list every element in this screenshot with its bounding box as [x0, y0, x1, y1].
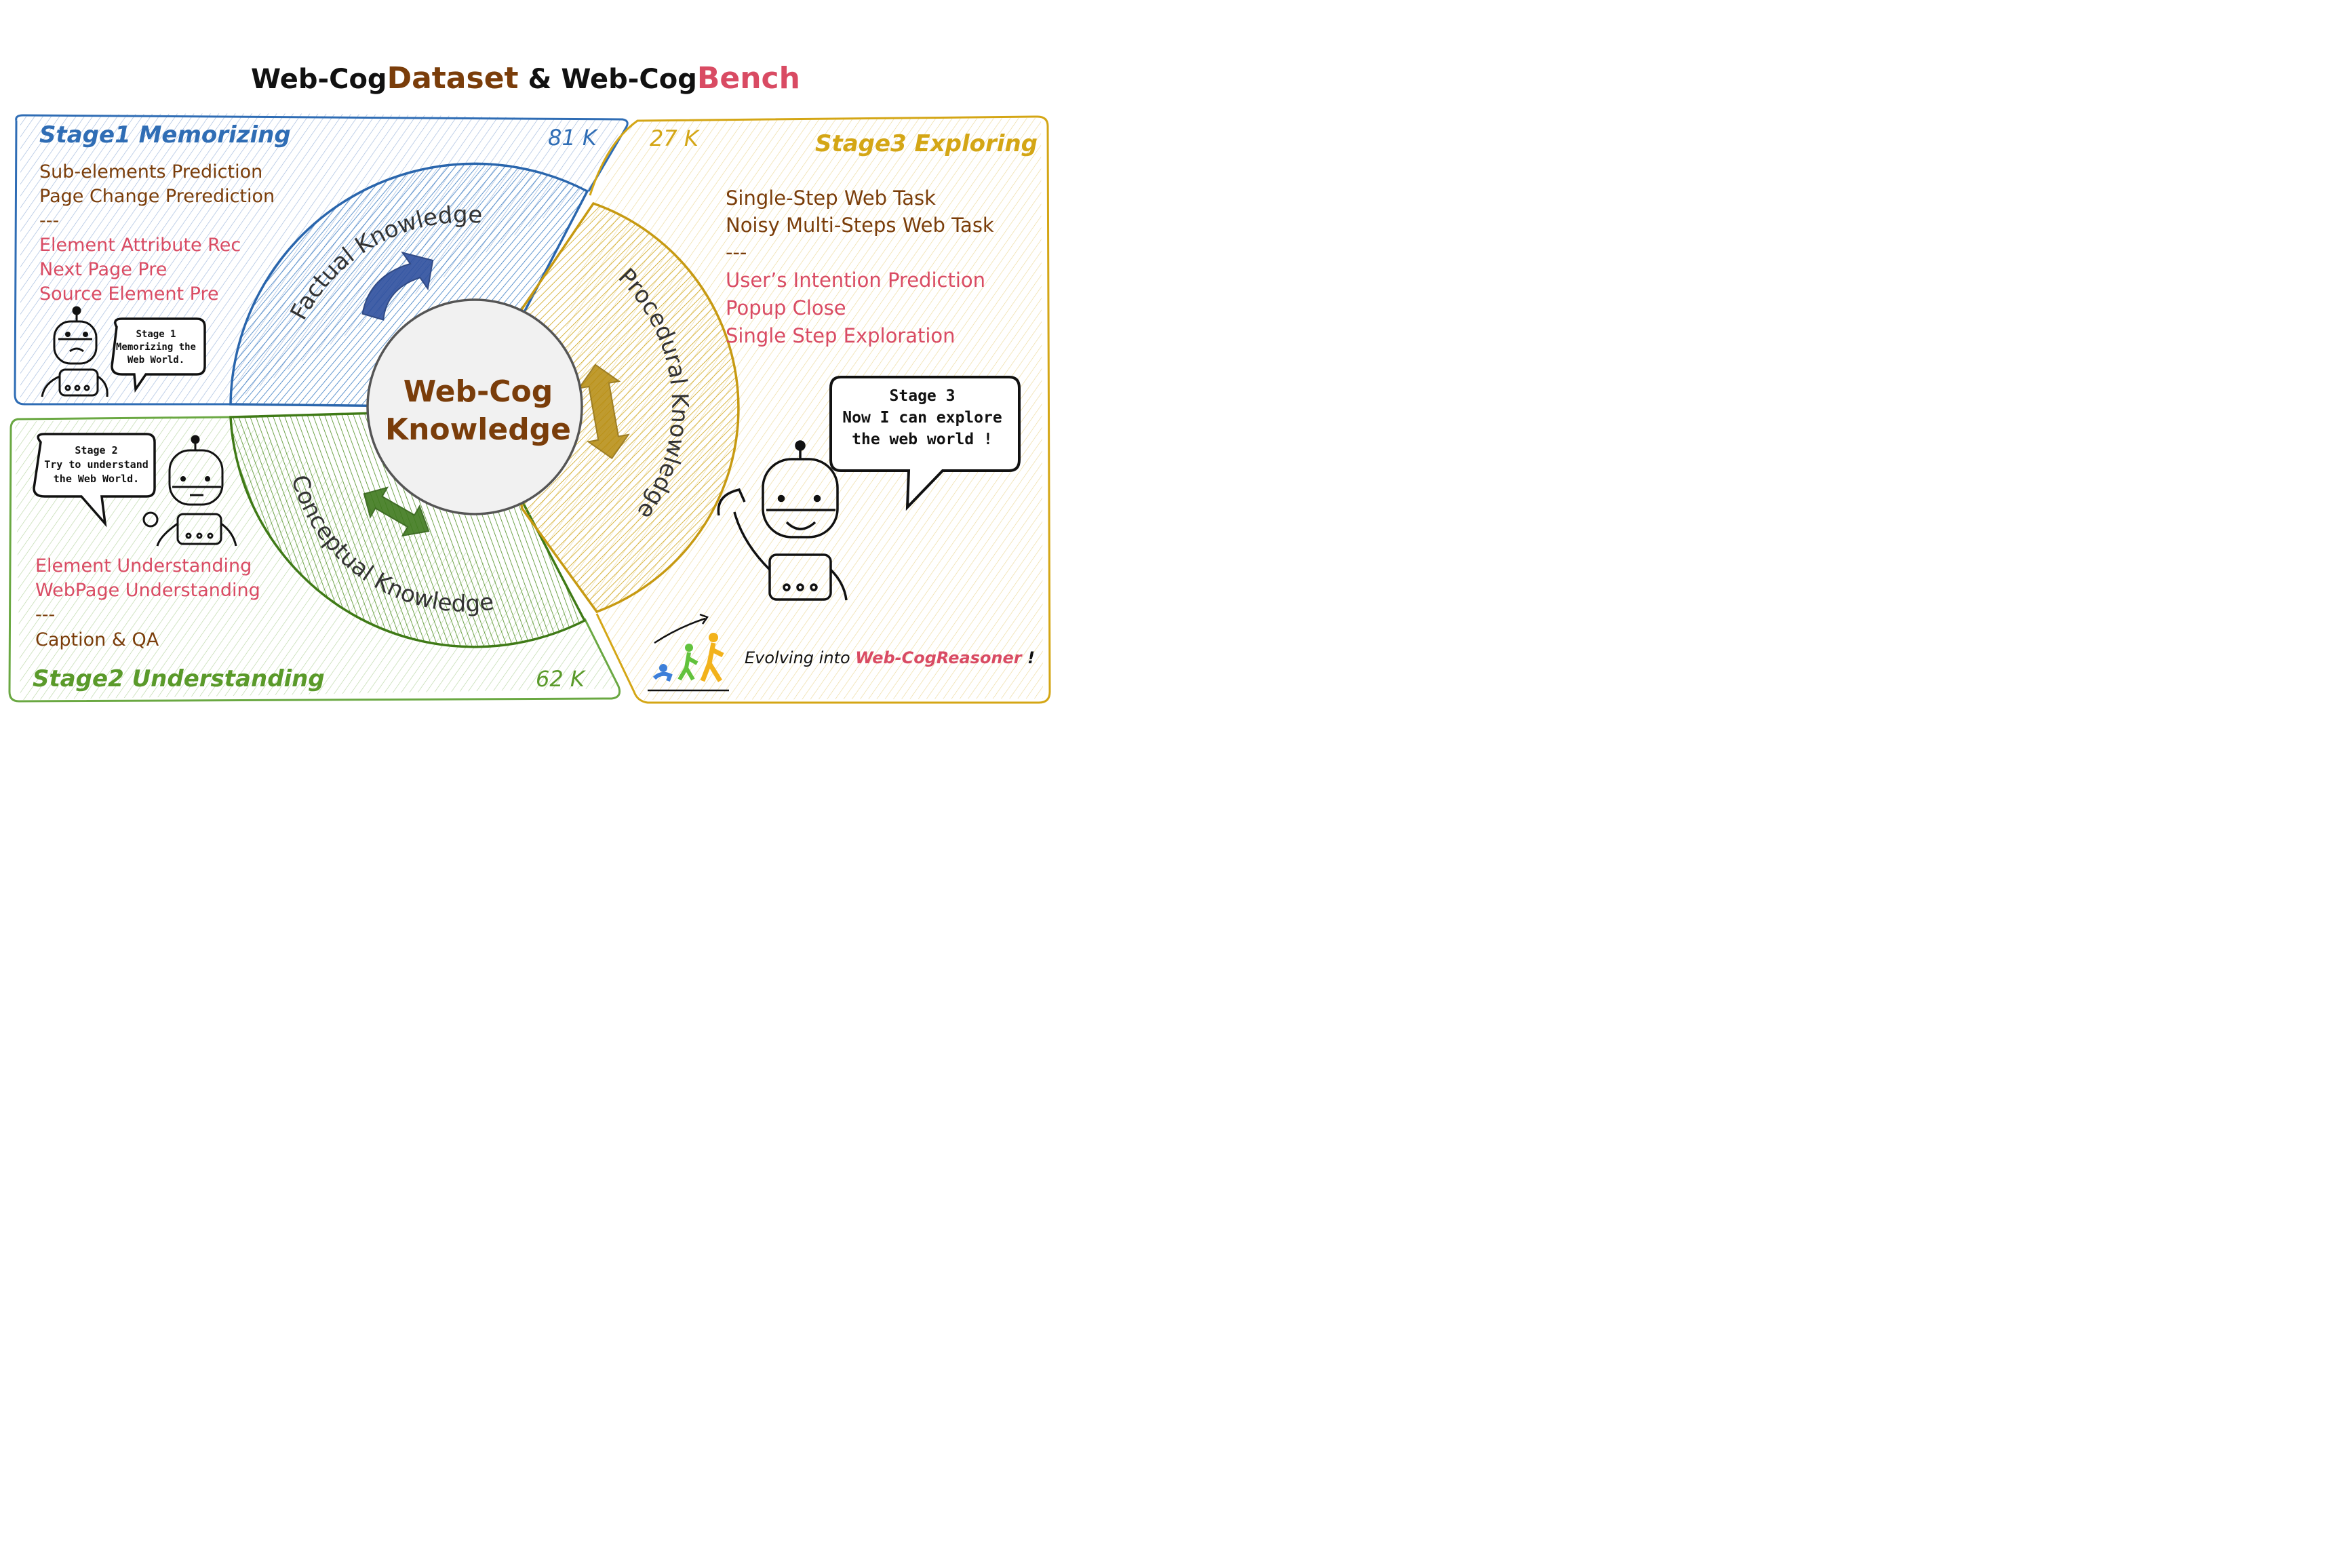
stage2-count: 62 K: [536, 666, 587, 692]
stage3-count: 27 K: [650, 125, 701, 151]
stage2-item-sub-0: Element Understanding: [35, 555, 252, 576]
stage1-item-sub-0: Element Attribute Rec: [39, 235, 241, 256]
stage3-label: Stage3 Exploring: [815, 130, 1038, 157]
stage1-bubble-line1: Memorizing the: [116, 342, 196, 353]
stage3-bubble-line2: the web world !: [852, 431, 993, 448]
stage3-item-sub-1: Popup Close: [726, 296, 846, 319]
title-part2: Dataset: [387, 61, 519, 96]
stage3-speech-bubble: [829, 376, 1021, 511]
stage2-label: Stage2 Understanding: [33, 665, 325, 692]
stage2-item-sub-1: WebPage Understanding: [35, 580, 260, 601]
stage1-bubble-line0: Stage 1: [136, 329, 176, 340]
footer-highlight: Web-CogReasoner: [855, 648, 1023, 667]
stage2-item-main-0: Caption & QA: [35, 629, 159, 650]
stage3-item-sub-2: Single Step Exploration: [726, 324, 956, 347]
stage1-separator: ---: [39, 210, 59, 231]
stage1-item-sub-1: Next Page Pre: [39, 259, 167, 280]
stage1-label: Stage1 Memorizing: [39, 121, 291, 149]
footer-suffix: !: [1022, 648, 1035, 667]
stage3-item-sub-0: User’s Intention Prediction: [726, 269, 985, 292]
stage1-item-sub-2: Source Element Pre: [39, 283, 219, 305]
stage1-count: 81 K: [548, 125, 599, 151]
center-circle: [366, 298, 583, 515]
stage1-panel-border-top: [15, 114, 629, 192]
stage2-bubble-line1: Try to understand: [44, 458, 149, 471]
stage2-bubble-line2: the Web World.: [54, 473, 139, 485]
center-line1: Web-Cog: [403, 374, 553, 409]
stage3-panel-border: [589, 115, 1051, 704]
stage2-robot-icon: [142, 435, 237, 547]
stage3-robot-icon: [717, 440, 848, 601]
diagram-title: Web-CogDataset & Web-CogBench: [251, 61, 800, 96]
footer-prefix: Evolving into: [745, 648, 855, 667]
footer-text: Evolving into Web-CogReasoner !: [745, 648, 1035, 667]
stage3-item-main-1: Noisy Multi-Steps Web Task: [726, 214, 994, 237]
stage2-bubble-line0: Stage 2: [75, 444, 117, 456]
stage1-item-main-1: Page Change Prerediction: [39, 186, 275, 207]
title-part3: & Web-Cog: [519, 64, 697, 95]
stage2-speech-bubble: [33, 433, 156, 528]
stage3-item-main-0: Single-Step Web Task: [726, 187, 936, 210]
title-part1: Web-Cog: [251, 64, 387, 95]
title-part4: Bench: [697, 61, 800, 96]
diagram-canvas: Web-CogDataset & Web-CogBench Factual Kn…: [8, 61, 1051, 704]
stage3-bubble-line1: Now I can explore: [842, 409, 1002, 427]
stage3-bubble-line0: Stage 3: [890, 387, 956, 405]
stage1-bubble-line2: Web World.: [127, 355, 184, 366]
procedural-arrow-icon: [577, 364, 630, 460]
factual-arrow-icon: [361, 251, 434, 321]
stage1-speech-bubble: [111, 317, 206, 393]
evolution-figures-icon: [648, 613, 729, 692]
conceptual-arrow-icon: [363, 486, 430, 537]
center-line2: Knowledge: [385, 412, 571, 447]
stage1-robot-icon: [41, 306, 109, 397]
stage1-item-main-0: Sub-elements Prediction: [39, 161, 262, 182]
stage2-separator: ---: [35, 604, 55, 625]
stage2-panel-border: [8, 416, 621, 703]
stage3-separator: ---: [726, 241, 747, 264]
stage1-panel-border-left: [14, 120, 231, 406]
